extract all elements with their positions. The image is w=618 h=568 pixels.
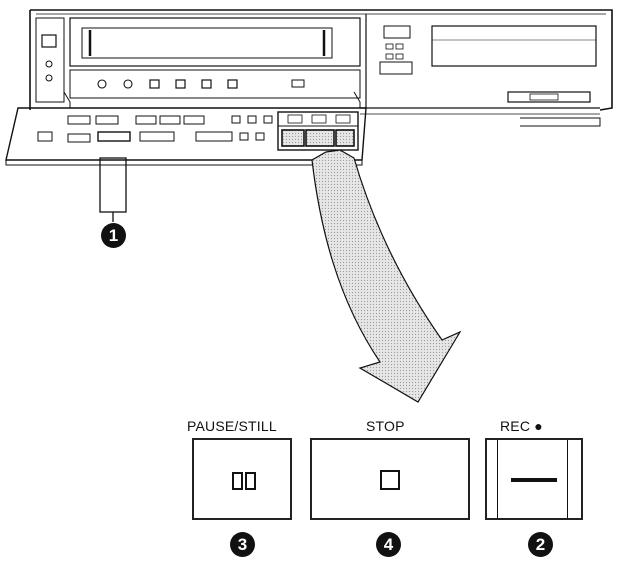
rec-button-inner-left — [497, 440, 498, 518]
callout-badge-1: 1 — [101, 223, 126, 248]
front-control-panel — [5, 91, 367, 166]
callout-badge-2: 2 — [528, 532, 553, 557]
stop-button[interactable] — [310, 438, 470, 520]
callout-1-bracket — [99, 157, 127, 222]
rec-bar-icon — [511, 478, 557, 482]
pause-icon-bar — [245, 472, 256, 490]
stop-label: STOP — [366, 418, 405, 434]
rec-button[interactable] — [485, 438, 583, 520]
callout-badge-4: 4 — [376, 532, 401, 557]
pause-still-button[interactable] — [192, 438, 292, 520]
callout-badge-3: 3 — [230, 532, 255, 557]
pause-still-label: PAUSE/STILL — [187, 418, 277, 434]
zoom-arrow — [311, 149, 462, 403]
vcr-unit — [29, 9, 613, 127]
rec-button-inner-right — [567, 440, 568, 518]
pause-icon — [232, 472, 243, 490]
stop-icon — [380, 470, 400, 490]
rec-label: REC ● — [500, 418, 543, 434]
